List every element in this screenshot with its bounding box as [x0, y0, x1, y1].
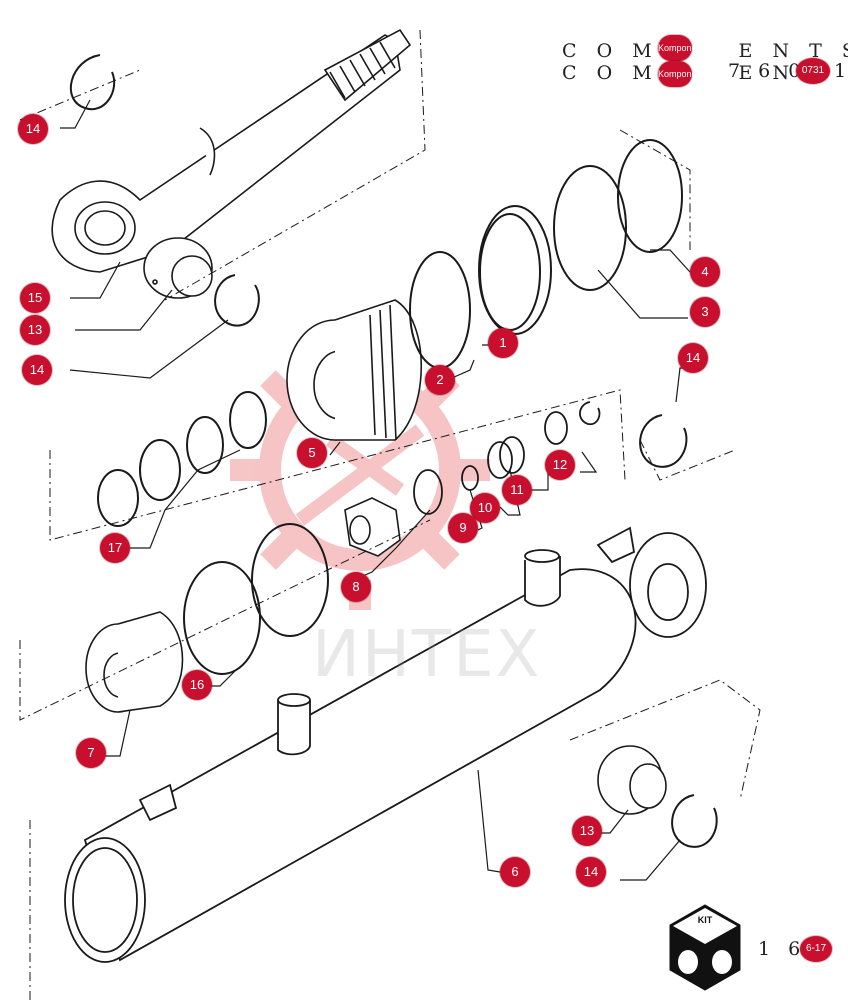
footer-page-prefix: 1 6: [758, 938, 807, 960]
part-code-suffix: 1: [834, 60, 848, 82]
header-overlay-badge-2[interactable]: Kompone: [658, 61, 697, 87]
header-title-line-1: C O M P E N T S: [562, 40, 848, 62]
callout-17[interactable]: 17: [100, 533, 130, 563]
wiper-rings: [97, 391, 267, 527]
callout-14-right[interactable]: 14: [678, 343, 708, 373]
header-overlay-badge-1[interactable]: Kompone: [658, 35, 697, 61]
cylinder-head: [286, 299, 423, 441]
piston: [85, 611, 184, 713]
assembly-centerlines: [19, 29, 761, 1000]
footer-page-badge[interactable]: 6-17: [800, 936, 832, 962]
callout-14-bottom[interactable]: 14: [576, 857, 606, 887]
callout-8[interactable]: 8: [341, 572, 371, 602]
part-code-badge[interactable]: 0731: [796, 58, 830, 84]
callout-4[interactable]: 4: [690, 257, 720, 287]
spherical-bearing-top: [143, 237, 213, 299]
callout-15[interactable]: 15: [20, 283, 50, 313]
callout-14-top[interactable]: 14: [18, 114, 48, 144]
kit-badge-icon: [669, 904, 741, 991]
callout-10[interactable]: 10: [470, 493, 500, 523]
callout-13-top[interactable]: 13: [20, 315, 50, 345]
spherical-bearing-bottom: [597, 745, 667, 815]
callout-14-left[interactable]: 14: [22, 355, 52, 385]
snap-rings: [69, 54, 718, 848]
callout-3[interactable]: 3: [690, 297, 720, 327]
small-seals: [413, 401, 601, 515]
callout-1[interactable]: 1: [488, 328, 518, 358]
piston-seals: [183, 523, 329, 675]
callout-7[interactable]: 7: [76, 738, 106, 768]
callout-9[interactable]: 9: [448, 513, 478, 543]
piston-nut: [344, 497, 401, 557]
callout-12[interactable]: 12: [545, 450, 575, 480]
piston-rod: [51, 28, 412, 273]
part-code-prefix: 7 6 0: [728, 60, 807, 82]
kit-badge-label: KIT: [697, 915, 713, 925]
callout-11[interactable]: 11: [502, 475, 532, 505]
cylinder-barrel: [64, 526, 707, 963]
callout-13-bottom[interactable]: 13: [572, 816, 602, 846]
callout-16[interactable]: 16: [182, 670, 212, 700]
seal-rings: [409, 139, 683, 369]
callout-6[interactable]: 6: [500, 857, 530, 887]
callout-5[interactable]: 5: [297, 438, 327, 468]
callout-2[interactable]: 2: [425, 365, 455, 395]
watermark-text: ИНТЕХ: [312, 618, 542, 692]
